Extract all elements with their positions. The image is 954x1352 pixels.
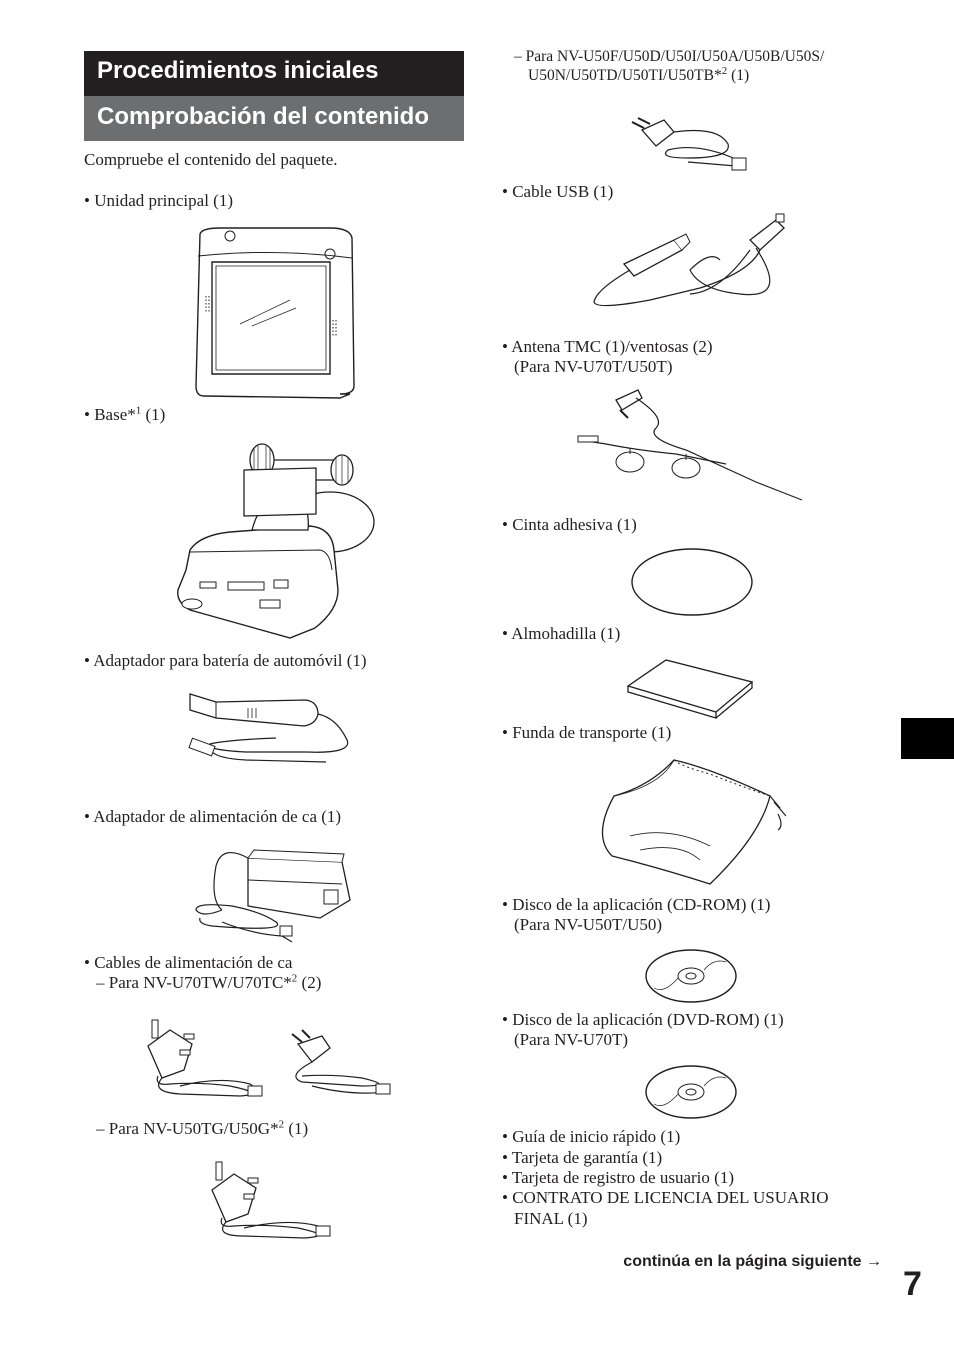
intro-text: Compruebe el contenido del paquete. <box>84 150 338 169</box>
carrying-case-illustration <box>590 756 790 888</box>
page-number: 7 <box>903 1265 922 1303</box>
section-tab-marker <box>901 718 954 759</box>
pad-illustration <box>626 658 756 720</box>
main-unit-illustration <box>190 226 360 398</box>
item-eula-line2: FINAL (1) <box>514 1209 588 1228</box>
item-usb-cable: • Cable USB (1) <box>502 182 614 201</box>
ac-adapter-illustration <box>192 840 354 944</box>
item-pad: • Almohadilla (1) <box>502 624 621 643</box>
item-car-adapter: • Adaptador para batería de automóvil (1… <box>84 651 367 670</box>
item-registration-card: • Tarjeta de registro de usuario (1) <box>502 1168 734 1187</box>
usb-cable-illustration <box>590 210 792 312</box>
item-ac-cables: • Cables de alimentación de ca <box>84 953 293 972</box>
item-warranty-card: • Tarjeta de garantía (1) <box>502 1148 663 1167</box>
eu-cable-illustration <box>282 1026 400 1102</box>
item-tmc-antenna-line1: • Antena TMC (1)/ventosas (2) <box>502 337 713 356</box>
uk-cable-single-illustration <box>204 1160 340 1242</box>
item-ac-adapter: • Adaptador de alimentación de ca (1) <box>84 807 342 826</box>
item-adhesive-tape: • Cinta adhesiva (1) <box>502 515 637 534</box>
item-main-unit: • Unidad principal (1) <box>84 191 233 210</box>
item-eula-line1: • CONTRATO DE LICENCIA DEL USUARIO <box>502 1188 829 1207</box>
item-dvd-line2: (Para NV-U70T) <box>514 1030 629 1049</box>
item-base: • Base*1 (1) <box>84 404 166 424</box>
item-cd-line1: • Disco de la aplicación (CD-ROM) (1) <box>502 895 771 914</box>
uk-cable-illustration <box>140 1016 270 1102</box>
item-dvd-line1: • Disco de la aplicación (DVD-ROM) (1) <box>502 1010 784 1029</box>
item-ac-cables-f-line2: U50N/U50TD/U50TI/U50TB*2 (1) <box>528 64 750 84</box>
item-carrying-case: • Funda de transporte (1) <box>502 723 672 742</box>
base-illustration <box>170 440 380 640</box>
item-ac-cables-tg: – Para NV-U50TG/U50G*2 (1) <box>96 1118 309 1138</box>
item-tmc-antenna-line2: (Para NV-U70T/U50T) <box>514 357 673 376</box>
eu-cable-right-illustration <box>628 108 750 176</box>
item-ac-cables-tw: – Para NV-U70TW/U70TC*2 (2) <box>96 972 322 992</box>
item-ac-cables-f-line1: – Para NV-U50F/U50D/U50I/U50A/U50B/U50S/ <box>514 48 825 65</box>
item-cd-line2: (Para NV-U50T/U50) <box>514 915 663 934</box>
section-title: Procedimientos iniciales <box>84 51 464 96</box>
adhesive-tape-illustration <box>630 547 754 617</box>
dvd-illustration <box>644 1064 738 1120</box>
tmc-antenna-illustration <box>576 390 804 508</box>
cd-illustration <box>644 948 738 1004</box>
section-subtitle: Comprobación del contenido <box>84 96 464 141</box>
continued-note: continúa en la página siguiente → <box>623 1253 882 1270</box>
item-quick-start-guide: • Guía de inicio rápido (1) <box>502 1127 681 1146</box>
car-adapter-illustration <box>186 688 356 768</box>
